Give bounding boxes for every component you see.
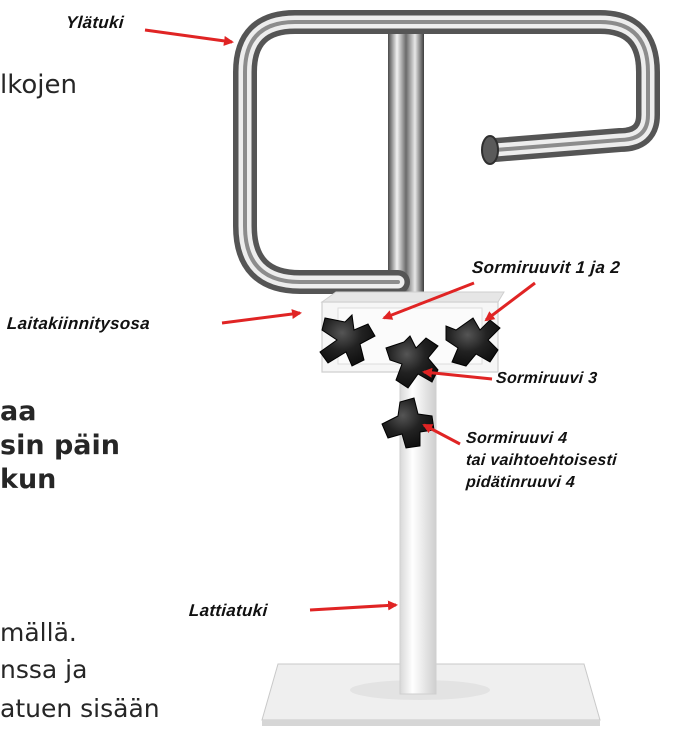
- label-laitakiinnitysosa: Laitakiinnitysosa: [6, 314, 150, 334]
- label-sormiruuvi-4-alternative: tai vaihtoehtoisesti: [465, 452, 617, 470]
- background-text-4: kun: [0, 464, 56, 495]
- label-lattiatuki: Lattiatuki: [188, 601, 268, 621]
- background-text-6: nssa ja: [0, 655, 87, 684]
- label-sormiruuvit-1-ja-2: Sormiruuvit 1 ja 2: [471, 258, 620, 278]
- arrow-ylatuki: [145, 30, 232, 42]
- background-text-3: sin päin: [0, 430, 120, 461]
- top-support-loop: [245, 22, 648, 282]
- label-ylatuki: Ylätuki: [65, 13, 124, 33]
- background-text-2: aa: [0, 396, 36, 427]
- label-pidatinruuvi-4: pidätinruuvi 4: [465, 474, 575, 492]
- arrow-laitakiinnitysosa: [222, 313, 300, 323]
- label-sormiruuvi-4: Sormiruuvi 4: [465, 430, 568, 448]
- background-text-1: lkojen: [0, 70, 77, 100]
- arrow-lattiatuki: [310, 605, 396, 610]
- background-text-7: atuen sisään: [0, 694, 160, 723]
- background-text-5: mällä.: [0, 618, 77, 647]
- label-sormiruuvi-3: Sormiruuvi 3: [495, 370, 598, 388]
- tube-end: [482, 136, 498, 164]
